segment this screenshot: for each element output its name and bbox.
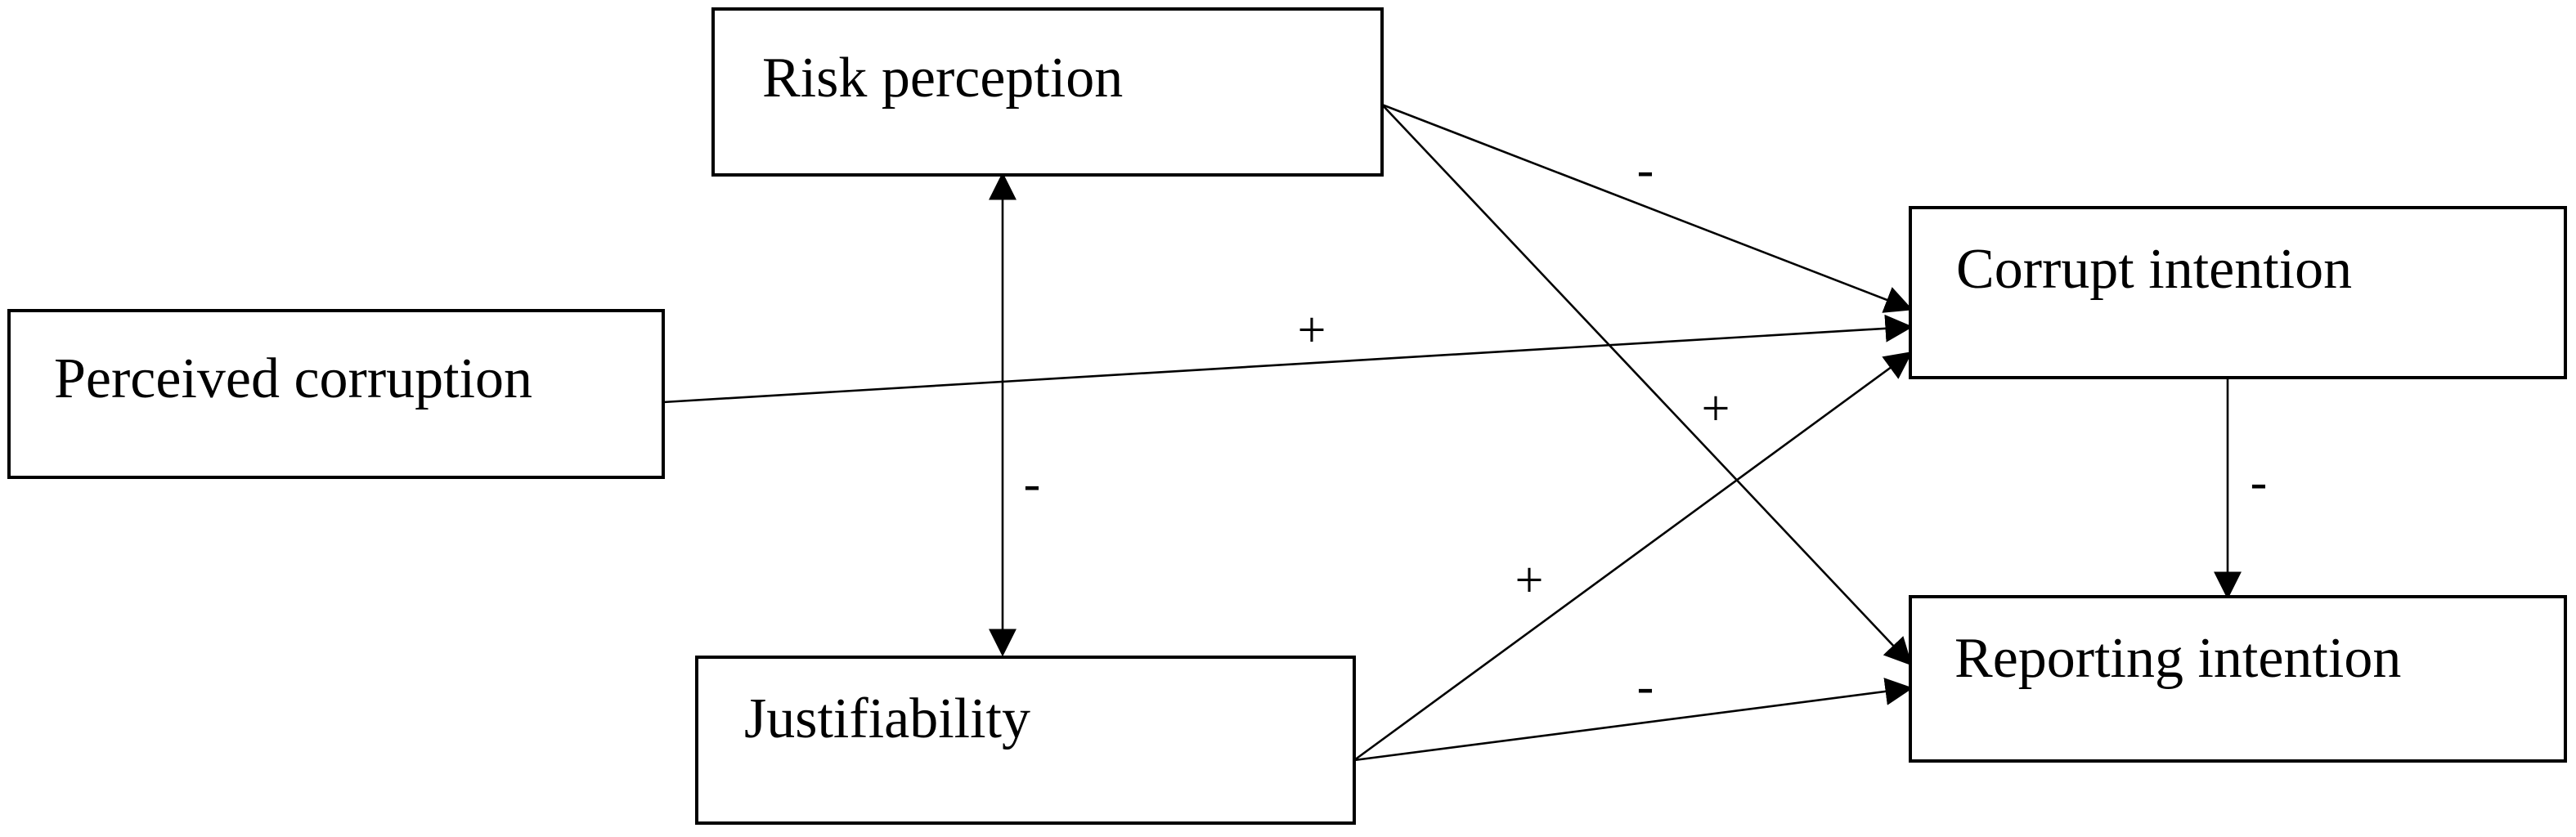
sign-corrupt-reporting: -	[2251, 454, 2268, 510]
edges	[662, 103, 2242, 762]
node-label-risk-perception: Risk perception	[762, 47, 1123, 110]
edge-risk-reporting	[1381, 104, 1913, 666]
sign-perceived-corrupt: +	[1298, 302, 1326, 358]
node-risk-perception: Risk perception	[711, 7, 1384, 177]
node-corrupt-intention: Corrupt intention	[1909, 206, 2567, 379]
edge-signs: - - + + + - -	[1024, 142, 2268, 714]
node-label-perceived-corruption: Perceived corruption	[54, 347, 532, 410]
node-justifiability: Justifiability	[695, 656, 1356, 825]
edge-perceived-corrupt	[662, 314, 1914, 404]
edge-justifiability-corrupt	[1353, 351, 1913, 762]
node-reporting-intention: Reporting intention	[1909, 595, 2567, 763]
sign-risk-justifiability: -	[1024, 456, 1041, 512]
sign-justifiability-reporting: -	[1637, 659, 1654, 714]
edge-risk-corrupt	[1381, 103, 1914, 313]
sign-risk-corrupt: -	[1637, 142, 1654, 198]
sign-risk-reporting: +	[1702, 381, 1730, 436]
node-label-reporting-intention: Reporting intention	[1954, 627, 2401, 690]
sign-justifiability-corrupt: +	[1515, 553, 1544, 608]
node-perceived-corruption: Perceived corruption	[7, 309, 665, 479]
edge-justifiability-reporting	[1353, 678, 1914, 762]
node-label-corrupt-intention: Corrupt intention	[1956, 238, 2352, 301]
node-label-justifiability: Justifiability	[744, 687, 1030, 750]
